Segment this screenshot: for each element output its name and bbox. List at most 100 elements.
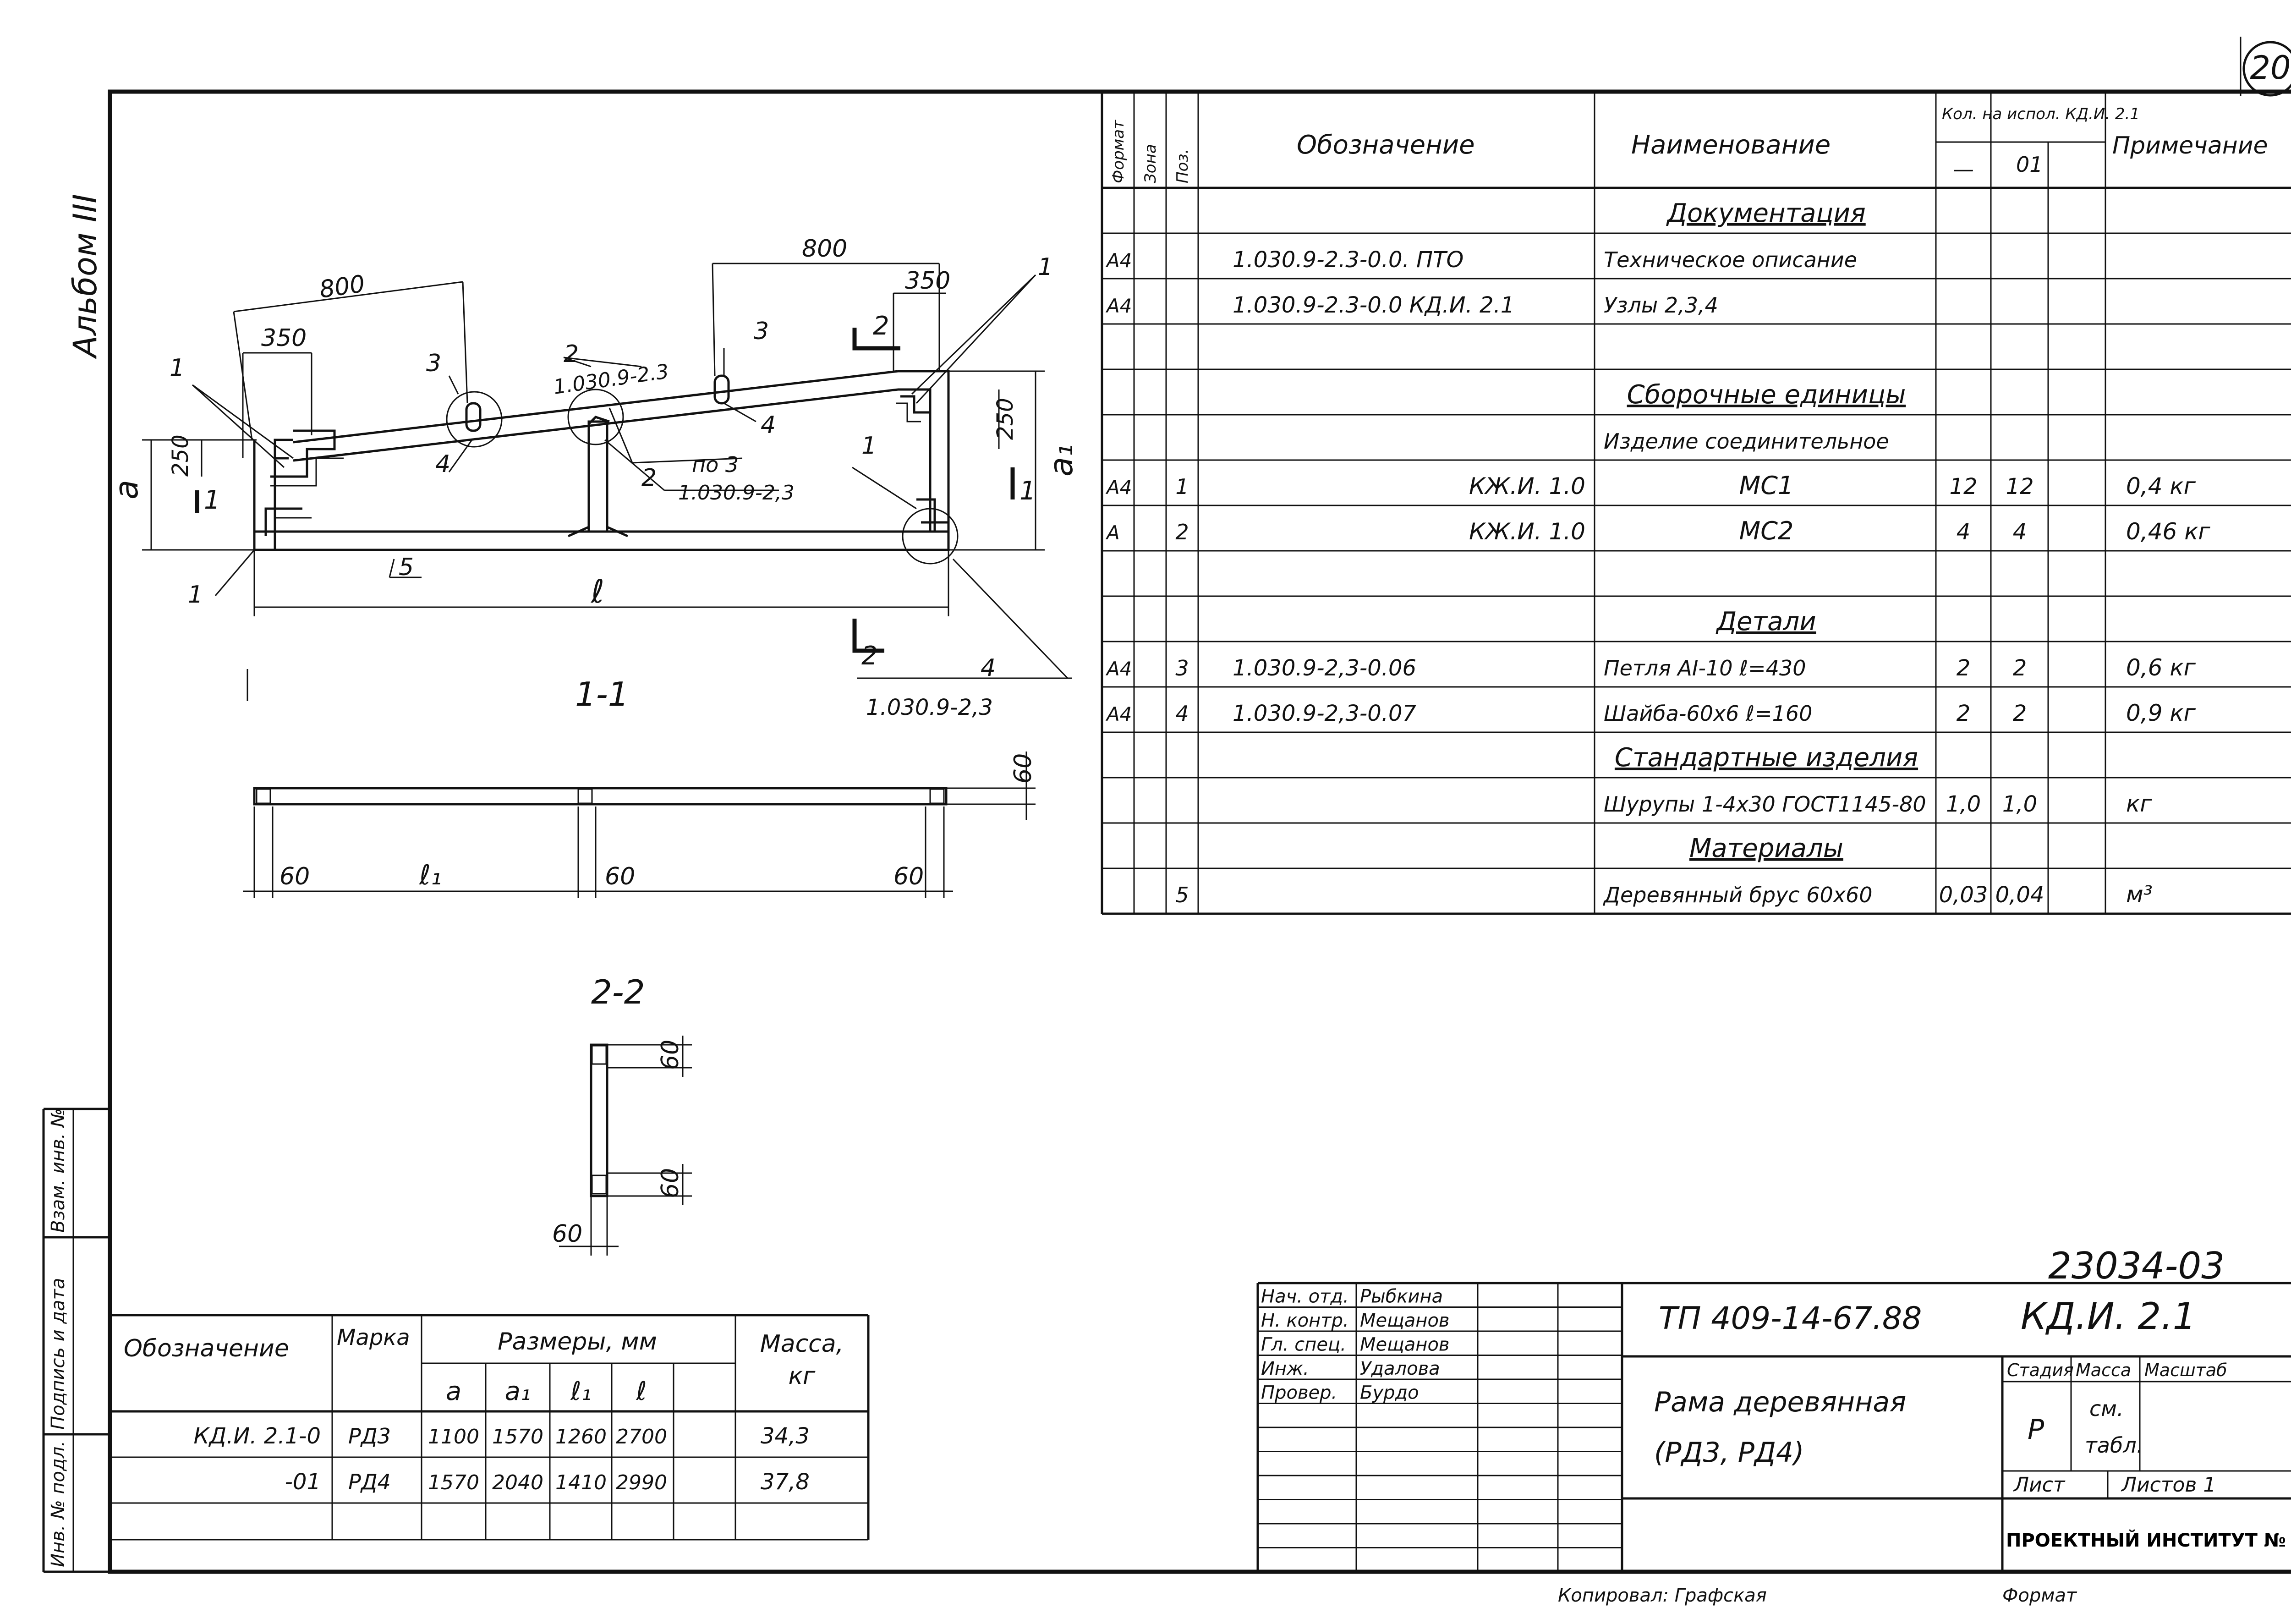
title-block: 23034-03 ТП 409-14-67.88 КД.И. 2.1 Рама … <box>1256 1245 2291 1573</box>
spec-cell-pos: 2 <box>1175 520 1189 544</box>
spec-header-pos: Поз. <box>1173 149 1192 183</box>
pos-1-right: 1 <box>861 432 877 460</box>
pos-1-bottomleft: 1 <box>188 581 203 609</box>
pos-2-mid: 2 <box>641 464 657 492</box>
spec-cell-qty-2: 4 <box>2013 519 2027 545</box>
spec-cell-name: МС1 <box>1739 471 1794 500</box>
spec-cell-designation: 1.030.9-2.3-0.0. ПТО <box>1233 247 1463 273</box>
dims-cell-mark: РД3 <box>348 1424 391 1448</box>
spec-cell-designation: КЖ.И. 1.0 <box>1469 518 1585 545</box>
dims-header-l: ℓ <box>636 1377 647 1406</box>
dim-l: ℓ <box>591 573 604 610</box>
sheet-label: Лист <box>2013 1473 2066 1497</box>
section-2-2-dim-60-b: 60 <box>657 1168 684 1198</box>
spec-cell-qty-1: 4 <box>1957 519 1971 545</box>
dims-cell-l: 2990 <box>616 1471 667 1494</box>
spec-cell-qty-1: 2 <box>1957 655 1971 681</box>
mass-label: Масса <box>2076 1360 2131 1380</box>
dim-250-left: 250 <box>168 434 193 477</box>
pos-3-left: 3 <box>426 350 441 377</box>
signer-role: Н. контр. <box>1261 1310 1349 1331</box>
spec-header-name: Наименование <box>1631 130 1831 160</box>
title-line-1: Рама деревянная <box>1654 1386 1906 1418</box>
section-mark-2-bottom: 2 <box>861 641 878 671</box>
section-1-1: 1-1 60 ℓ₁ 60 60 60 <box>243 675 1037 898</box>
signer-name: Мещанов <box>1360 1334 1450 1355</box>
sheets-label: Листов 1 <box>2121 1473 2216 1497</box>
pos-3-right: 3 <box>754 318 769 345</box>
title-line-2: (РД3, РД4) <box>1654 1437 1804 1469</box>
spec-header-note: Примечание <box>2112 132 2268 159</box>
dims-header-sizes: Размеры, мм <box>498 1328 657 1355</box>
dims-cell-a: 1100 <box>428 1425 479 1448</box>
dim-a1: a₁ <box>1042 444 1080 477</box>
ref-1030-mid: 1.030.9-2,3 <box>678 481 795 505</box>
spec-cell-pos: 5 <box>1175 883 1189 907</box>
institute-name: ПРОЕКТНЫЙ ИНСТИТУТ № 2 <box>2006 1529 2291 1551</box>
signer-name: Удалова <box>1360 1358 1440 1379</box>
dims-cell-a: 1570 <box>428 1471 479 1494</box>
pos-1-topleft: 1 <box>170 354 185 382</box>
dims-cell-mass: 37,8 <box>761 1469 810 1495</box>
section-2-2: 2-2 60 60 60 <box>552 973 692 1256</box>
spec-cell-name: Петля АI-10 ℓ=430 <box>1604 656 1806 680</box>
label-po3: по 3 <box>692 452 739 477</box>
dims-header-mark: Марка <box>337 1325 410 1350</box>
scale-label: Масштаб <box>2144 1360 2227 1380</box>
dims-cell-mark: РД4 <box>348 1470 391 1494</box>
spec-header-qty: Кол. на испол. КД.И. 2.1 <box>1942 105 2140 123</box>
spec-cell-note: м³ <box>2126 881 2153 908</box>
spec-cell-qty-1: 1,0 <box>1946 791 1981 817</box>
mass-value-2: табл. <box>2085 1433 2143 1458</box>
dim-800-left: 800 <box>318 270 367 304</box>
spec-header-designation: Обозначение <box>1297 130 1475 160</box>
section-1-1-dim-60-a: 60 <box>280 863 310 890</box>
spec-header-format: Формат <box>1109 120 1128 183</box>
spec-cell-pos: 3 <box>1175 656 1189 680</box>
side-stamp-sign: Подпись и дата <box>48 1278 69 1430</box>
spec-cell-name: МС2 <box>1739 516 1794 545</box>
signer-role: Инж. <box>1261 1358 1309 1379</box>
spec-table: Формат Зона Поз. Обозначение Наименование Кол… <box>1101 92 2291 915</box>
spec-cell-note: 0,4 кг <box>2126 473 2196 499</box>
album-label: Альбом III <box>66 194 104 359</box>
spec-cell-format: А4 <box>1105 476 1132 499</box>
spec-cell-qty-2: 2 <box>2013 655 2027 681</box>
document-number: 23034-03 <box>2048 1245 2225 1287</box>
page-number: 20 <box>2250 49 2291 87</box>
spec-cell-heading: Сборочные единицы <box>1627 380 1906 410</box>
spec-cell-qty-1: 0,03 <box>1939 882 1988 908</box>
spec-cell-qty-2: 1,0 <box>2002 791 2037 817</box>
spec-cell-designation: КЖ.И. 1.0 <box>1469 473 1585 499</box>
frame-elevation: 800 800 350 350 250 250 a a₁ ℓ 1.030.9-2… <box>108 235 1080 720</box>
spec-cell-designation: 1.030.9-2,3-0.07 <box>1233 701 1417 726</box>
spec-cell-format: А4 <box>1105 249 1132 272</box>
dims-cell-a1: 1570 <box>492 1425 543 1448</box>
spec-cell-name: Шурупы 1-4х30 ГОСТ1145-80 <box>1604 792 1926 817</box>
spec-header-qty-2: 01 <box>2016 152 2043 177</box>
dims-header-a1: a₁ <box>505 1377 531 1406</box>
section-1-1-dim-60-b: 60 <box>605 863 635 890</box>
dim-800-right: 800 <box>802 235 847 263</box>
spec-cell-name: Шайба-60х6 ℓ=160 <box>1604 701 1812 726</box>
section-2-2-dim-60-c: 60 <box>552 1220 582 1248</box>
pos-1-topright: 1 <box>1038 253 1053 281</box>
spec-cell-name: Узлы 2,3,4 <box>1604 293 1718 318</box>
dim-250-right: 250 <box>992 398 1018 440</box>
sheet-frame <box>108 89 2291 1574</box>
spec-cell-note: 0,46 кг <box>2126 518 2210 545</box>
dims-cell-designation: -01 <box>285 1469 321 1495</box>
section-1-1-dim-60-c: 60 <box>893 863 924 890</box>
dims-header-a: a <box>446 1377 461 1406</box>
dims-cell-mass: 34,3 <box>761 1423 810 1449</box>
side-stamp-replace: Взам. инв. № <box>48 1108 69 1233</box>
spec-cell-heading: Детали <box>1715 607 1816 636</box>
spec-cell-format: А4 <box>1105 658 1132 680</box>
spec-cell-pos: 4 <box>1175 701 1189 726</box>
spec-cell-name: Изделие соединительное <box>1604 429 1889 454</box>
spec-cell-name: Деревянный брус 60х60 <box>1603 883 1873 907</box>
dim-a: a <box>108 480 145 499</box>
pos-2-top: 2 <box>564 340 579 368</box>
spec-header-zone: Зона <box>1141 144 1160 183</box>
section-1-1-dim-60-d: 60 <box>1009 753 1037 784</box>
